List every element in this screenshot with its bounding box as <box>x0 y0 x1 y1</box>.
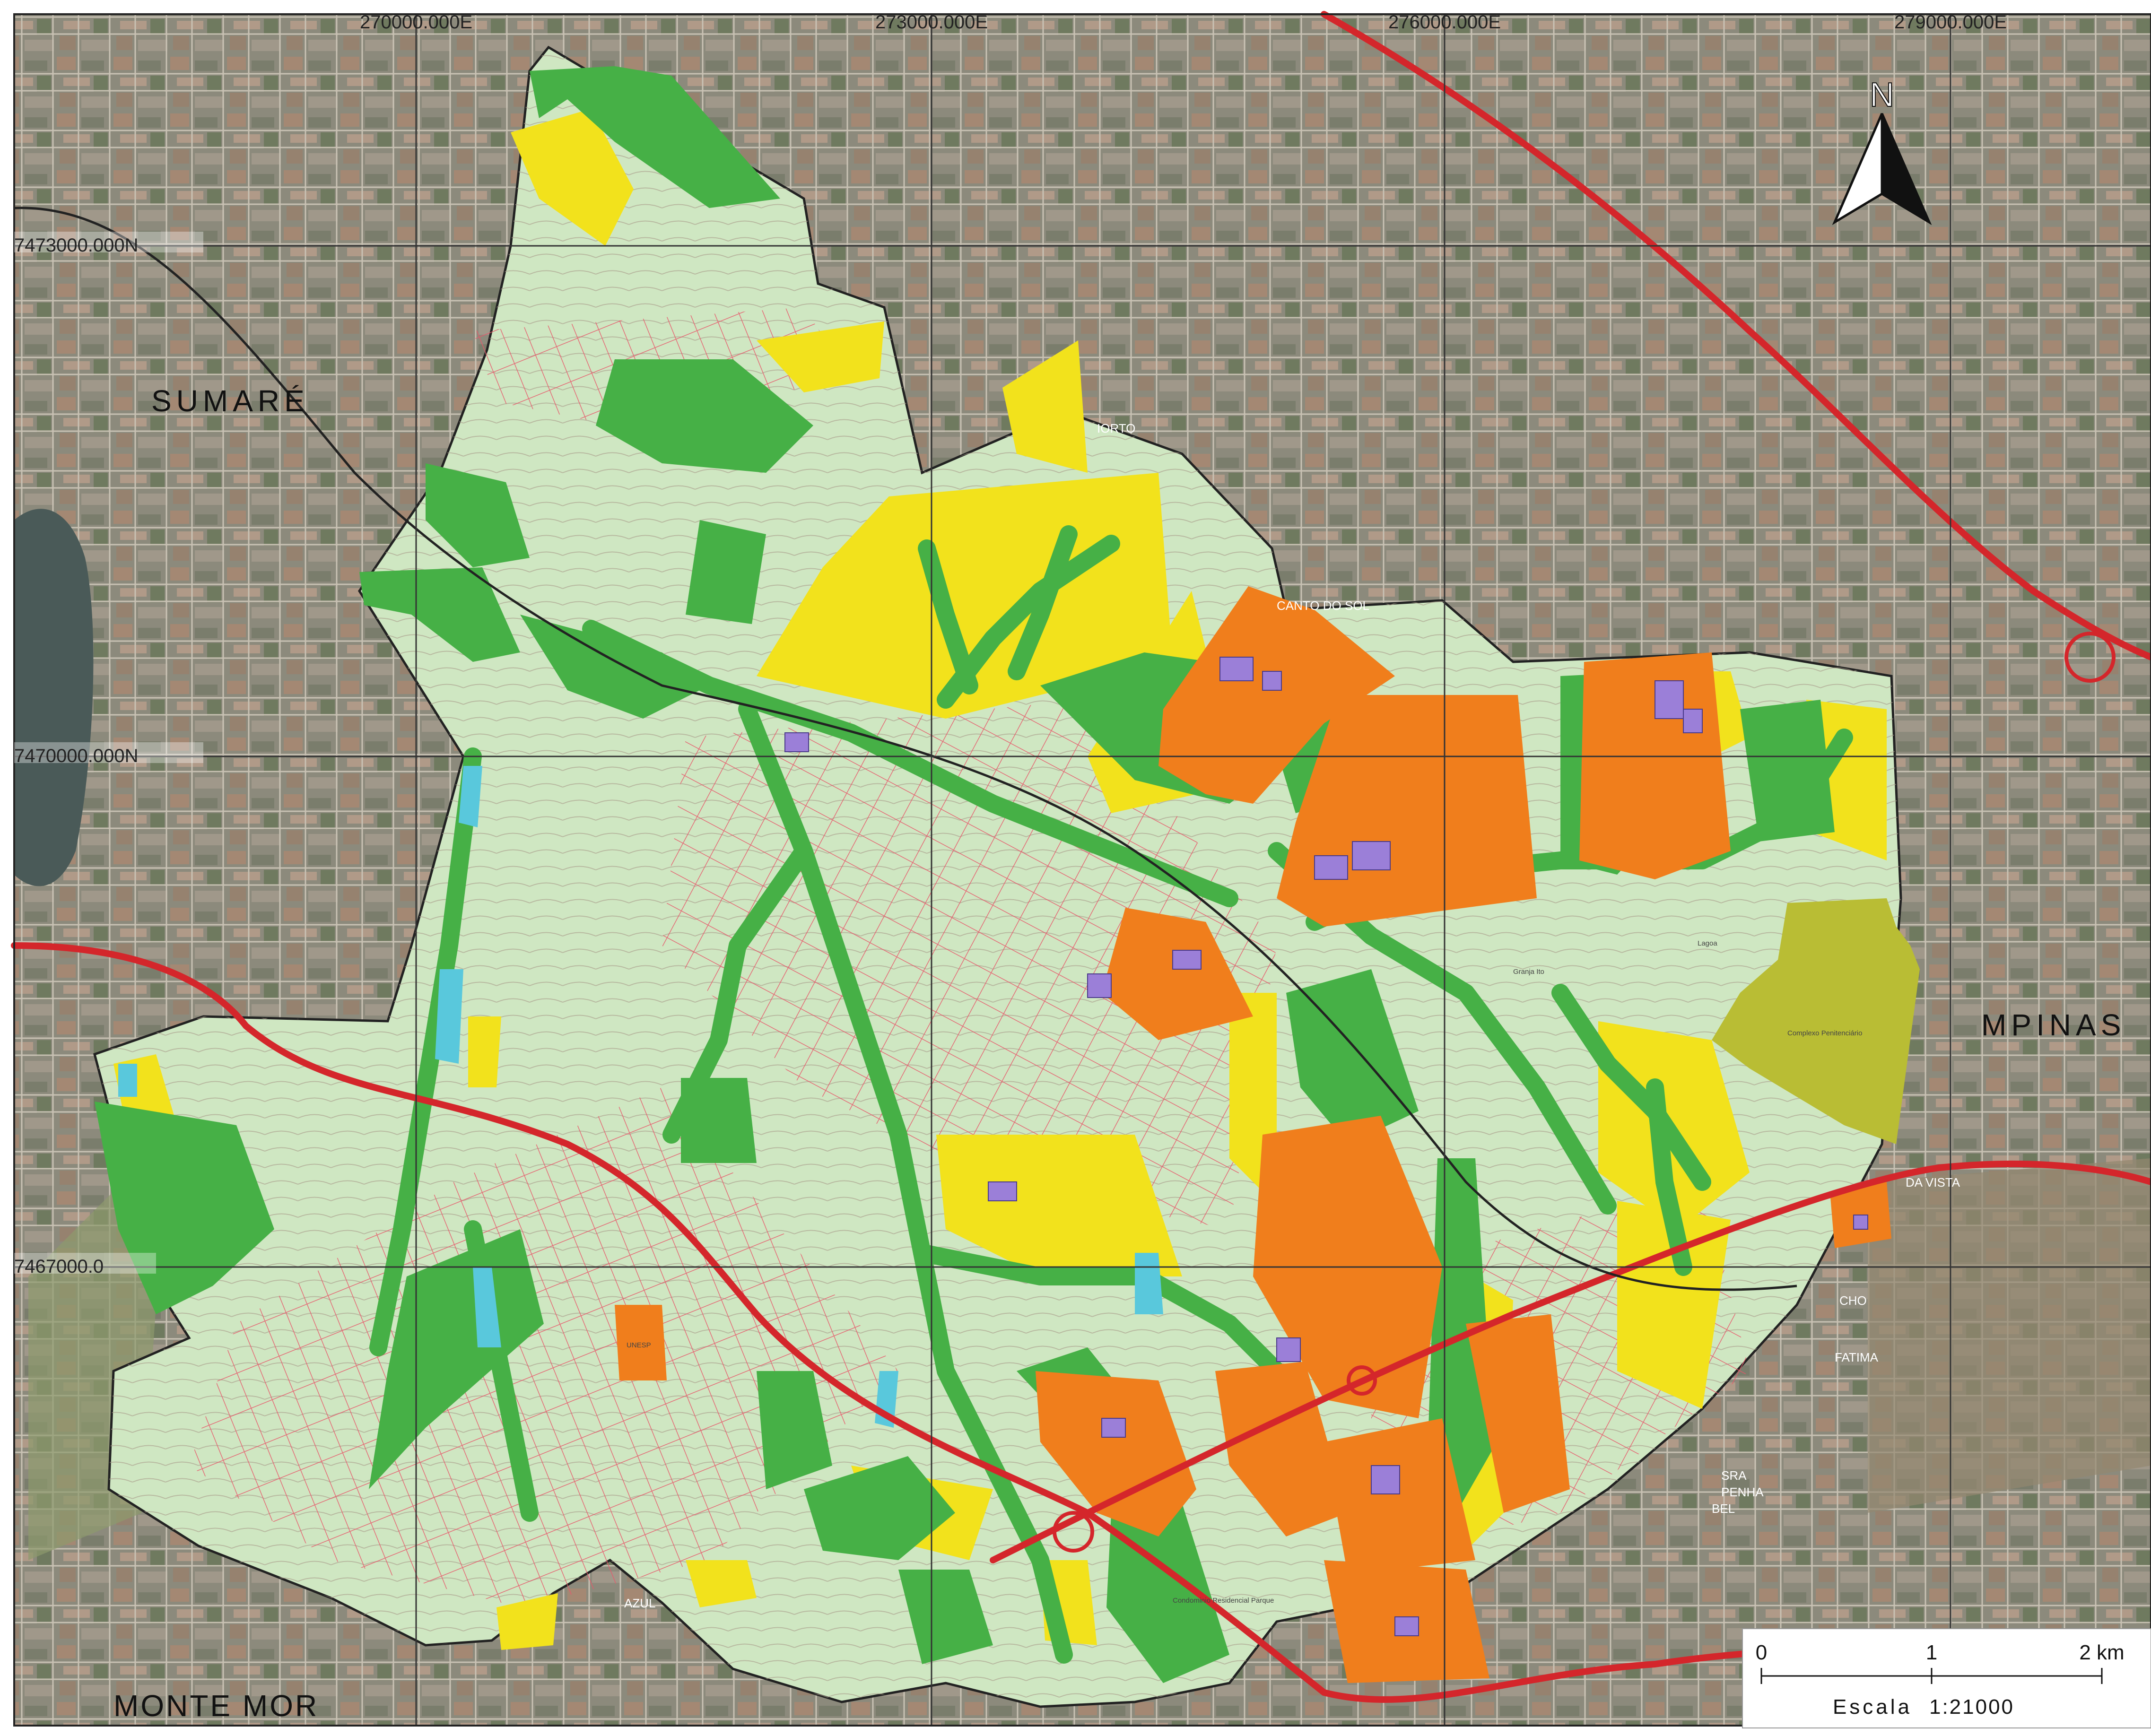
scale-ratio: 1:21000 <box>1929 1695 2014 1719</box>
annotation-condominio: Condominio Residencial Parque <box>1173 1597 1274 1605</box>
rural-fields-east <box>1868 1158 2151 1513</box>
grid-label-x-4: 279000.000E <box>1894 12 2007 33</box>
place-label-porto: IORTO <box>1097 421 1135 435</box>
buildings <box>784 657 1868 1636</box>
scale-tick-2: 2 km <box>2079 1641 2124 1664</box>
grid-label-y-3: 7467000.0 <box>14 1256 104 1277</box>
place-label-sra: SRA <box>1721 1468 1747 1483</box>
grid-label-x-2: 273000.000E <box>875 12 988 33</box>
highway-connector <box>990 1160 2151 1563</box>
highways <box>11 11 2151 1703</box>
grid-label-x-1: 270000.000E <box>360 12 472 33</box>
north-arrow-right-icon <box>1881 113 1932 226</box>
annotation-unesp: UNESP <box>627 1341 651 1349</box>
municipality-territory <box>93 45 1920 1708</box>
street-grid-central <box>662 700 1277 1229</box>
city-label-sumare: SUMARÉ <box>151 384 309 418</box>
place-label-vista: DA VISTA <box>1906 1175 1960 1189</box>
grid-label-x-3: 276000.000E <box>1388 12 1501 33</box>
highway-bandeirantes <box>1321 11 2151 660</box>
grid-label-y-2: 7470000.000N <box>14 746 138 766</box>
place-label-canto-do-sol: CANTO DO SOL <box>1277 599 1369 613</box>
coordinate-grid <box>14 14 2151 1726</box>
grid-labels-y: 7473000.000N 7470000.000N 7467000.0 <box>14 232 203 1277</box>
place-label-cho: CHO <box>1839 1293 1867 1308</box>
scale-tick-0: 0 <box>1756 1641 1767 1664</box>
place-label-fatima: FATIMA <box>1835 1350 1879 1364</box>
scale-tick-1: 1 <box>1926 1641 1937 1664</box>
scale-caption: Escala <box>1833 1695 1912 1719</box>
scale-bar-background <box>1742 1628 2151 1728</box>
annotation-complexo: Complexo Penitenciário <box>1787 1029 1862 1037</box>
highway-anhanguera <box>11 942 2151 1703</box>
street-grid-south <box>189 1087 898 1607</box>
grid-labels-x: 270000.000E 273000.000E 276000.000E 2790… <box>360 12 2007 33</box>
map-frame <box>13 13 2151 1727</box>
scale-bar: 0 1 2 km Escala 1:21000 <box>1742 1628 2151 1728</box>
north-arrow-label: N <box>1870 76 1894 114</box>
annotation-granja: Granja Ito <box>1513 968 1544 976</box>
penitentiary-zone <box>1712 898 1920 1144</box>
place-label-bel: BEL <box>1712 1502 1735 1516</box>
place-label-penha: PENHA <box>1721 1485 1764 1499</box>
place-label-azul: AZUL <box>624 1596 655 1610</box>
railway <box>14 207 1797 1291</box>
north-arrow: N <box>1832 76 1932 226</box>
city-label-campinas: MPINAS <box>1981 1008 2125 1042</box>
annotation-lagoa: Lagoa <box>1698 939 1717 947</box>
interchange <box>1053 632 2116 1553</box>
city-label-monte-mor: MONTE MOR <box>113 1689 319 1723</box>
reservoir <box>14 509 94 886</box>
grid-label-y-1: 7473000.000N <box>14 235 138 256</box>
